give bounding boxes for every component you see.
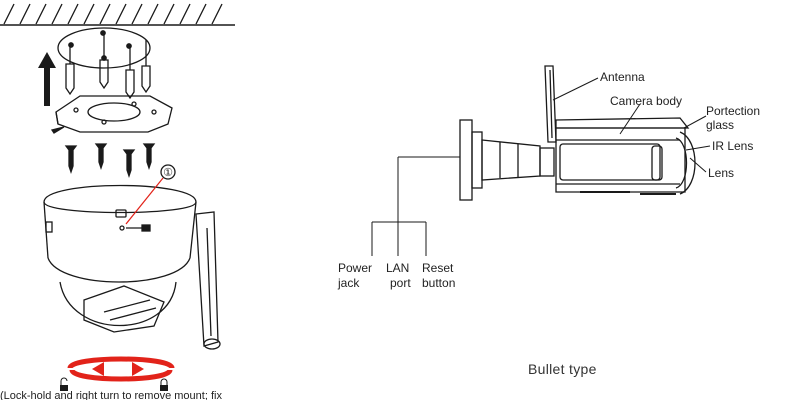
rotation-arrows-icon <box>67 356 175 382</box>
label-power-jack-line2: jack <box>337 276 360 290</box>
label-lens: Lens <box>708 166 734 180</box>
wall-mount-plate <box>459 119 483 201</box>
label-protection-glass-line2: glass <box>706 118 734 132</box>
leader-lines <box>371 77 711 256</box>
label-reset-button-line2: button <box>422 276 455 290</box>
lock-icon <box>160 378 168 391</box>
label-protection-glass-line1: Portection <box>706 104 760 118</box>
label-camera-body: Camera body <box>610 94 682 108</box>
label-ir-lens: IR Lens <box>712 139 753 153</box>
unlock-icon <box>60 377 68 391</box>
label-lan-port-line2: port <box>390 276 411 290</box>
bullet-camera-diagram <box>371 65 711 256</box>
dome-bottom-text: (Lock-hold and right turn to remove moun… <box>0 390 222 400</box>
antenna-icon <box>544 65 557 143</box>
camera-body <box>555 117 690 195</box>
label-reset-button-line1: Reset <box>422 261 454 275</box>
mount-arm <box>481 139 555 181</box>
mounting-bracket <box>50 95 173 134</box>
dome-camera <box>43 184 221 350</box>
label-antenna: Antenna <box>600 70 645 84</box>
label-power-jack-line1: Power <box>338 261 372 275</box>
up-arrow-icon <box>38 52 56 106</box>
bullet-type-caption: Bullet type <box>528 361 597 377</box>
front-lens <box>651 131 696 195</box>
wall-anchors <box>65 35 151 100</box>
callout-number: ① <box>163 167 173 179</box>
dome-callout <box>125 164 176 225</box>
mounting-screws <box>64 143 156 179</box>
ceiling-hatch <box>0 3 235 26</box>
label-lan-port-line1: LAN <box>386 261 409 275</box>
dome-camera-diagram <box>0 3 235 350</box>
